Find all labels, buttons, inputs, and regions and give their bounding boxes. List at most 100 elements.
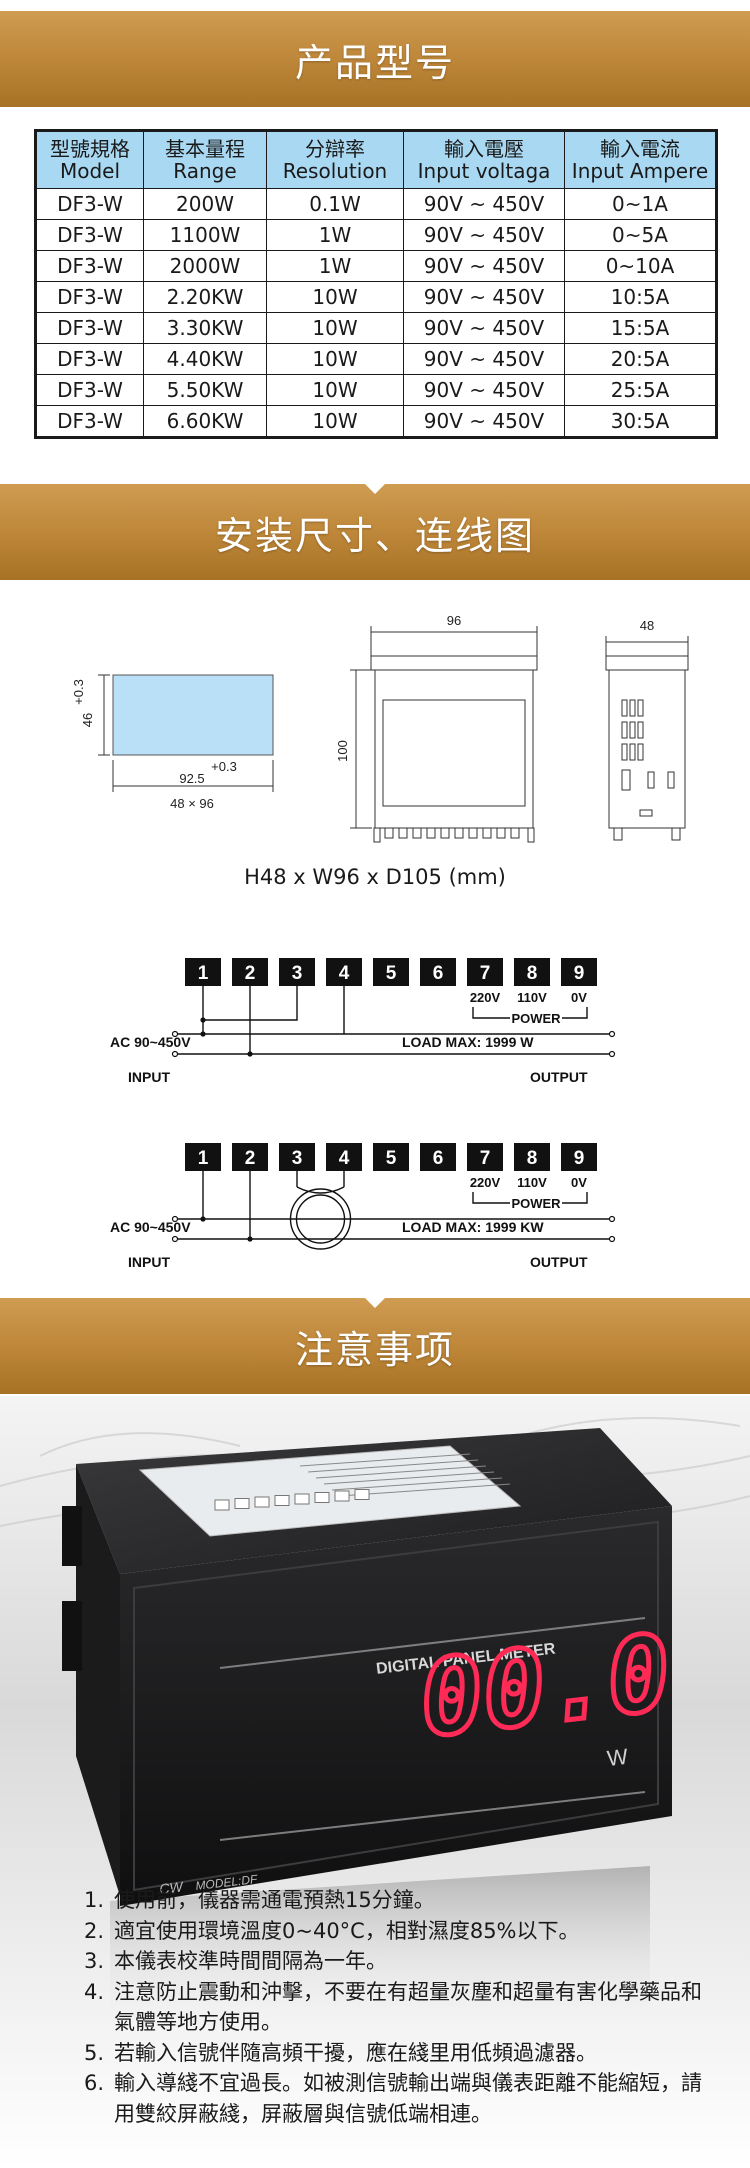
table-cell: 15:5A: [564, 312, 717, 344]
note-text: 注意防止震動和沖擊，不要在有超量灰塵和超量有害化學藥品和氣體等地方使用。: [114, 1979, 702, 2035]
side-view-drawing: 48: [605, 618, 689, 841]
note-item: 3.本儀表校準時間間隔為一年。: [84, 1946, 704, 1977]
device-photo: DIGITAL PANEL METER 00.0 W CW MODEL:DF: [0, 1396, 750, 2168]
terminal-2: [232, 1143, 268, 1171]
table-cell: DF3-W: [35, 250, 144, 282]
terminal-number: 9: [574, 1148, 585, 1169]
table-cell: 6.60KW: [143, 405, 267, 438]
table-cell: 10W: [266, 405, 404, 438]
voltage-110-label: 110V: [517, 990, 547, 1005]
cutout-height-tolerance: +0.3: [71, 679, 86, 705]
terminal-number: 1: [198, 963, 209, 984]
note-text: 若輸入信號伴隨高頻干擾，應在綫里用低頻過濾器。: [114, 2040, 597, 2065]
ac-input-label: AC 90~450V: [110, 1034, 191, 1050]
power-label: POWER: [511, 1011, 561, 1026]
table-cell: 25:5A: [564, 374, 717, 406]
terminal-number: 8: [527, 1148, 538, 1169]
terminal-number: 5: [386, 963, 397, 984]
note-number: 5.: [84, 2040, 105, 2065]
table-cell: 90V ~ 450V: [403, 405, 565, 438]
table-cell: 0~1A: [564, 188, 717, 220]
terminal-number: 3: [292, 1148, 303, 1169]
table-cell: 90V ~ 450V: [403, 312, 565, 344]
voltage-0-label: 0V: [571, 1175, 587, 1190]
terminal-7: [467, 1143, 503, 1171]
note-number: 6.: [84, 2071, 105, 2095]
terminal-number: 6: [433, 963, 444, 984]
notes-list: 1.使用前，儀器需通電預熱15分鐘。2.適宜使用環境溫度0~40°C，相對濕度8…: [84, 1885, 704, 2129]
table-cell: DF3-W: [35, 405, 144, 438]
table-cell: 3.30KW: [143, 312, 267, 344]
terminal-2: [232, 958, 268, 986]
table-cell: 10W: [266, 281, 404, 313]
section-title: 安装尺寸、连线图: [214, 513, 535, 558]
table-cell: 90V ~ 450V: [403, 250, 565, 282]
note-item: 1.使用前，儀器需通電預熱15分鐘。: [84, 1885, 704, 1916]
terminal-4: [326, 1143, 362, 1171]
brand-logo: CW: [159, 1878, 186, 1897]
table-cell: 2000W: [143, 250, 267, 282]
table-cell: 10W: [266, 374, 404, 406]
section-banner-notes: 注意事项: [0, 1297, 750, 1394]
cutout-size-label: 48 × 96: [170, 796, 214, 811]
voltage-220-label: 220V: [470, 990, 501, 1005]
note-number: 2.: [84, 1918, 105, 1943]
terminal-number: 5: [386, 1148, 397, 1169]
ac-input-label: AC 90~450V: [110, 1219, 191, 1235]
terminal-8: [514, 958, 550, 986]
table-cell: 10:5A: [564, 281, 717, 313]
table-cell: 10W: [266, 312, 404, 344]
table-cell: 90V ~ 450V: [403, 219, 565, 251]
table-cell: 10W: [266, 343, 404, 375]
table-cell: 1W: [266, 219, 404, 251]
table-cell: 200W: [143, 188, 267, 220]
table-cell: 5.50KW: [143, 374, 267, 406]
table-cell: 0~10A: [564, 250, 717, 282]
table-cell: DF3-W: [35, 219, 144, 251]
input-label: INPUT: [128, 1069, 170, 1085]
terminal-4: [326, 958, 362, 986]
terminal-8: [514, 1143, 550, 1171]
note-item: 2.適宜使用環境溫度0~40°C，相對濕度85%以下。: [84, 1916, 704, 1947]
panel-cutout-drawing: 46 +0.3 92.5 +0.3 48 × 96: [71, 674, 274, 811]
front-width-label: 96: [447, 613, 461, 628]
terminal-6: [420, 1143, 456, 1171]
terminal-5: [373, 1143, 409, 1171]
dimension-caption: H48 x W96 x D105 (mm): [244, 865, 506, 889]
led-unit: W: [606, 1744, 630, 1771]
terminal-number: 4: [339, 1148, 350, 1169]
table-cell: 4.40KW: [143, 343, 267, 375]
terminal-3: [279, 1143, 315, 1171]
table-cell: 90V ~ 450V: [403, 281, 565, 313]
power-label: POWER: [511, 1196, 561, 1211]
terminal-number: 1: [198, 1148, 209, 1169]
terminal-number: 4: [339, 963, 350, 984]
front-view-drawing: 96 100: [335, 613, 538, 843]
load-max-label: LOAD MAX: 1999 KW: [402, 1219, 544, 1235]
table-cell: 90V ~ 450V: [403, 188, 565, 220]
table-cell: 0.1W: [266, 188, 404, 220]
table-cell: DF3-W: [35, 188, 144, 220]
voltage-0-label: 0V: [571, 990, 587, 1005]
note-item: 4.注意防止震動和沖擊，不要在有超量灰塵和超量有害化學藥品和氣體等地方使用。: [84, 1977, 704, 2038]
note-number: 3.: [84, 1949, 105, 1973]
cutout-width-label: 92.5: [179, 771, 204, 786]
table-cell: DF3-W: [35, 374, 144, 406]
terminal-9: [561, 1143, 597, 1171]
table-cell: 90V ~ 450V: [403, 374, 565, 406]
output-label: OUTPUT: [530, 1254, 588, 1270]
front-height-label: 100: [335, 740, 350, 762]
